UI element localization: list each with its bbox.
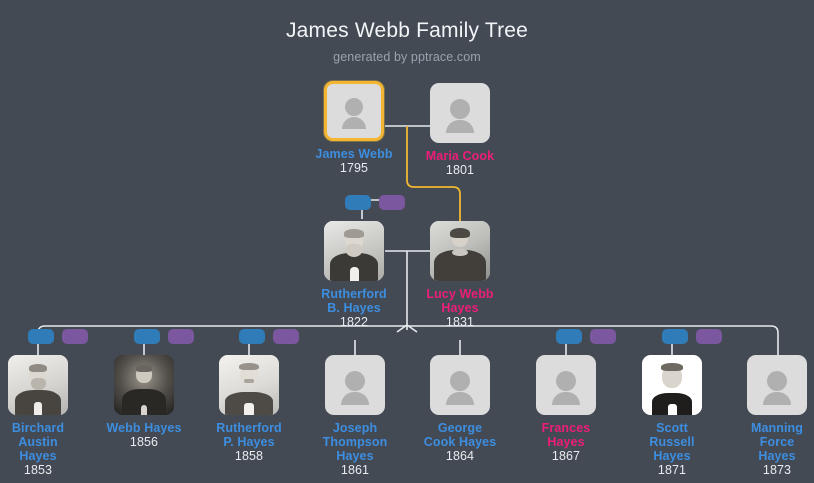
person-year: 1795 <box>339 161 369 175</box>
badge-blue[interactable] <box>134 329 160 344</box>
chart-header: James Webb Family Tree generated by pptr… <box>0 0 814 64</box>
person-name: Birchard Austin Hayes <box>11 421 65 463</box>
person-name: Lucy Webb Hayes <box>426 287 494 315</box>
person-year: 1853 <box>23 463 53 477</box>
person-node-scott-russell-hayes[interactable]: Scott Russell Hayes 1871 <box>634 355 710 478</box>
relationship-badges-rutherford[interactable] <box>345 195 405 210</box>
person-name: Manning Force Hayes <box>750 421 804 463</box>
person-photo <box>219 355 279 415</box>
person-node-rutherford-b-hayes[interactable]: Rutherford B. Hayes 1822 <box>315 221 393 330</box>
person-name: Rutherford B. Hayes <box>321 287 387 315</box>
person-node-joseph-thompson-hayes[interactable]: Joseph Thompson Hayes 1861 <box>317 355 393 478</box>
person-year: 1858 <box>234 449 264 463</box>
person-name: Rutherford P. Hayes <box>216 421 282 449</box>
page-subtitle: generated by pptrace.com <box>333 50 481 64</box>
person-node-george-cook-hayes[interactable]: George Cook Hayes 1864 <box>422 355 498 464</box>
person-placeholder-icon <box>325 355 385 415</box>
person-year: 1873 <box>762 463 792 477</box>
badge-blue[interactable] <box>662 329 688 344</box>
badge-purple[interactable] <box>62 329 88 344</box>
person-avatar-card[interactable] <box>430 355 490 415</box>
person-name: Scott Russell Hayes <box>649 421 695 463</box>
junction-marker <box>396 324 418 333</box>
person-avatar-card[interactable] <box>430 83 490 143</box>
person-avatar-card[interactable] <box>114 355 174 415</box>
relationship-badges-birchard[interactable] <box>28 329 88 344</box>
badge-blue[interactable] <box>556 329 582 344</box>
person-avatar-card[interactable] <box>430 221 490 281</box>
relationship-badges-webb-hayes[interactable] <box>134 329 194 344</box>
page-title: James Webb Family Tree <box>285 19 529 42</box>
person-node-manning-force-hayes[interactable]: Manning Force Hayes 1873 <box>740 355 814 478</box>
person-name: Webb Hayes <box>106 421 182 435</box>
person-year: 1831 <box>445 315 475 329</box>
person-placeholder-icon <box>327 84 381 138</box>
person-year: 1861 <box>340 463 370 477</box>
person-placeholder-icon <box>536 355 596 415</box>
person-year: 1871 <box>657 463 687 477</box>
badge-blue[interactable] <box>239 329 265 344</box>
person-year: 1867 <box>551 449 581 463</box>
person-avatar-card[interactable] <box>219 355 279 415</box>
person-photo <box>324 221 384 281</box>
badge-purple[interactable] <box>696 329 722 344</box>
badge-purple[interactable] <box>273 329 299 344</box>
person-node-birchard-austin-hayes[interactable]: Birchard Austin Hayes 1853 <box>0 355 76 478</box>
relationship-badges-frances[interactable] <box>556 329 616 344</box>
person-year: 1822 <box>339 315 369 329</box>
person-name: George Cook Hayes <box>423 421 497 449</box>
person-year: 1864 <box>445 449 475 463</box>
person-photo <box>114 355 174 415</box>
person-avatar-card[interactable] <box>325 355 385 415</box>
person-avatar-card[interactable] <box>536 355 596 415</box>
person-node-rutherford-p-hayes[interactable]: Rutherford P. Hayes 1858 <box>211 355 287 464</box>
badge-purple[interactable] <box>168 329 194 344</box>
person-node-lucy-webb-hayes[interactable]: Lucy Webb Hayes 1831 <box>421 221 499 330</box>
badge-purple[interactable] <box>590 329 616 344</box>
badge-purple[interactable] <box>379 195 405 210</box>
person-node-maria-cook[interactable]: Maria Cook 1801 <box>421 83 499 178</box>
person-name: James Webb <box>315 147 393 161</box>
person-node-frances-hayes[interactable]: Frances Hayes 1867 <box>528 355 604 464</box>
person-year: 1856 <box>129 435 159 449</box>
person-name: Joseph Thompson Hayes <box>322 421 388 463</box>
person-placeholder-icon <box>430 355 490 415</box>
badge-blue[interactable] <box>345 195 371 210</box>
person-node-james-webb[interactable]: James Webb 1795 <box>315 81 393 176</box>
person-avatar-card[interactable] <box>324 221 384 281</box>
person-node-webb-hayes[interactable]: Webb Hayes 1856 <box>106 355 182 450</box>
person-placeholder-icon <box>747 355 807 415</box>
person-avatar-card[interactable] <box>747 355 807 415</box>
person-photo <box>642 355 702 415</box>
person-avatar-card[interactable] <box>8 355 68 415</box>
person-avatar-card[interactable] <box>324 81 384 141</box>
relationship-badges-scott[interactable] <box>662 329 722 344</box>
person-name: Frances Hayes <box>541 421 591 449</box>
relationship-badges-rutherford-p[interactable] <box>239 329 299 344</box>
person-placeholder-icon <box>430 83 490 143</box>
badge-blue[interactable] <box>28 329 54 344</box>
person-photo <box>8 355 68 415</box>
person-avatar-card[interactable] <box>642 355 702 415</box>
person-photo <box>430 221 490 281</box>
person-year: 1801 <box>445 163 475 177</box>
person-name: Maria Cook <box>425 149 495 163</box>
